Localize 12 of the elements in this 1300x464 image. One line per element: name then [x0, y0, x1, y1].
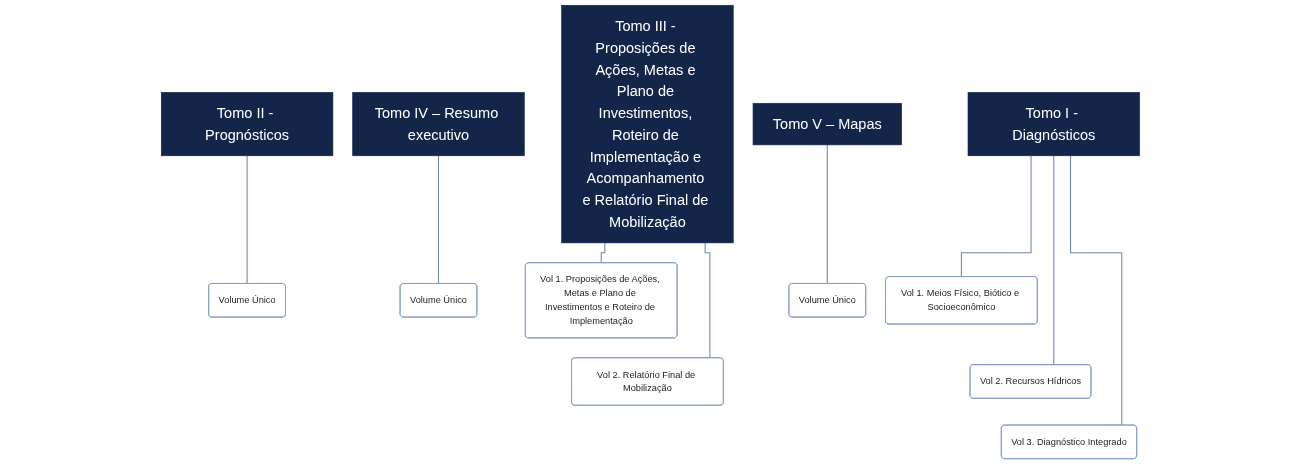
- connector: [600, 242, 605, 264]
- node-box: [752, 102, 902, 146]
- connector: [246, 155, 248, 285]
- connector: [1069, 155, 1122, 426]
- node-box: [160, 92, 333, 157]
- node-box: [560, 4, 734, 244]
- node-box: [351, 92, 525, 157]
- connector: [437, 155, 439, 285]
- connector: [826, 144, 828, 285]
- connector: [960, 155, 1032, 278]
- diagram: Tomo I - Diagnósticos Vol 1. Meios Físico, Biótico e Socioeconômico Vol 2. Recursos Hídricos Vol 3. Diagnóstico Integrado Tomo II - Prognósticos Volume Único Tomo III - Proposições de Ações, Metas e Plano de Investimentos, Roteiro de Implementação e Acompanhamento e Relatório Final de Mobilização Vol 1. Proposições de Ações, Metas e Plano de Investimentos e Roteiro de Implementação Vol 2. Relatório Final de Mobilização Tomo IV – Resumo executivo Volume Único Tomo V – Mapas Volume Único: [155, 0, 1145, 464]
- node-box: [967, 92, 1140, 157]
